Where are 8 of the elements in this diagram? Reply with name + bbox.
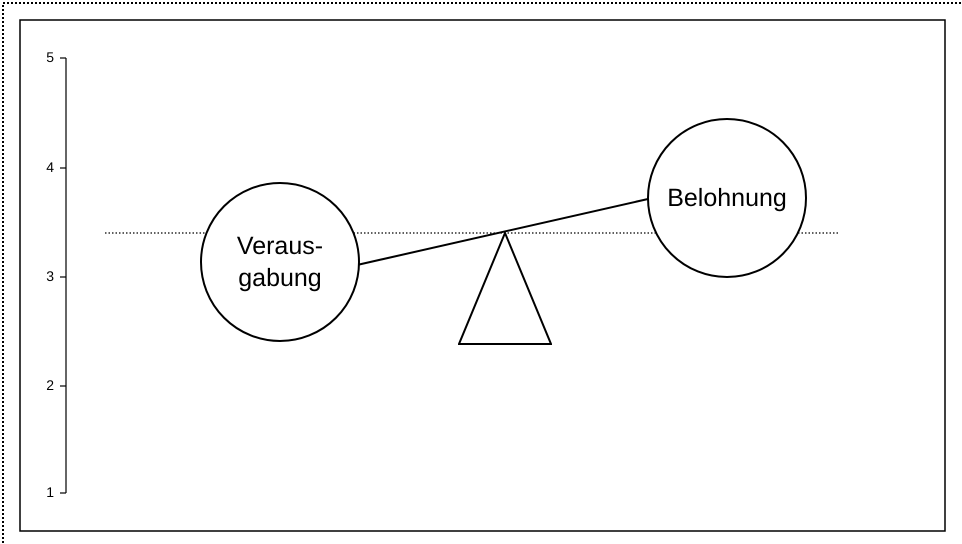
axis-tick-label: 5 [45,49,54,65]
axis-tick-label: 4 [45,159,54,175]
axis-tick-label: 3 [45,268,54,284]
circle-node: Veraus- gabung [200,182,360,342]
circle-node: Belohnung [647,118,807,278]
fulcrum-triangle [458,232,552,345]
axis-tick-label: 2 [45,377,54,393]
axis-tick-label: 1 [45,484,54,500]
